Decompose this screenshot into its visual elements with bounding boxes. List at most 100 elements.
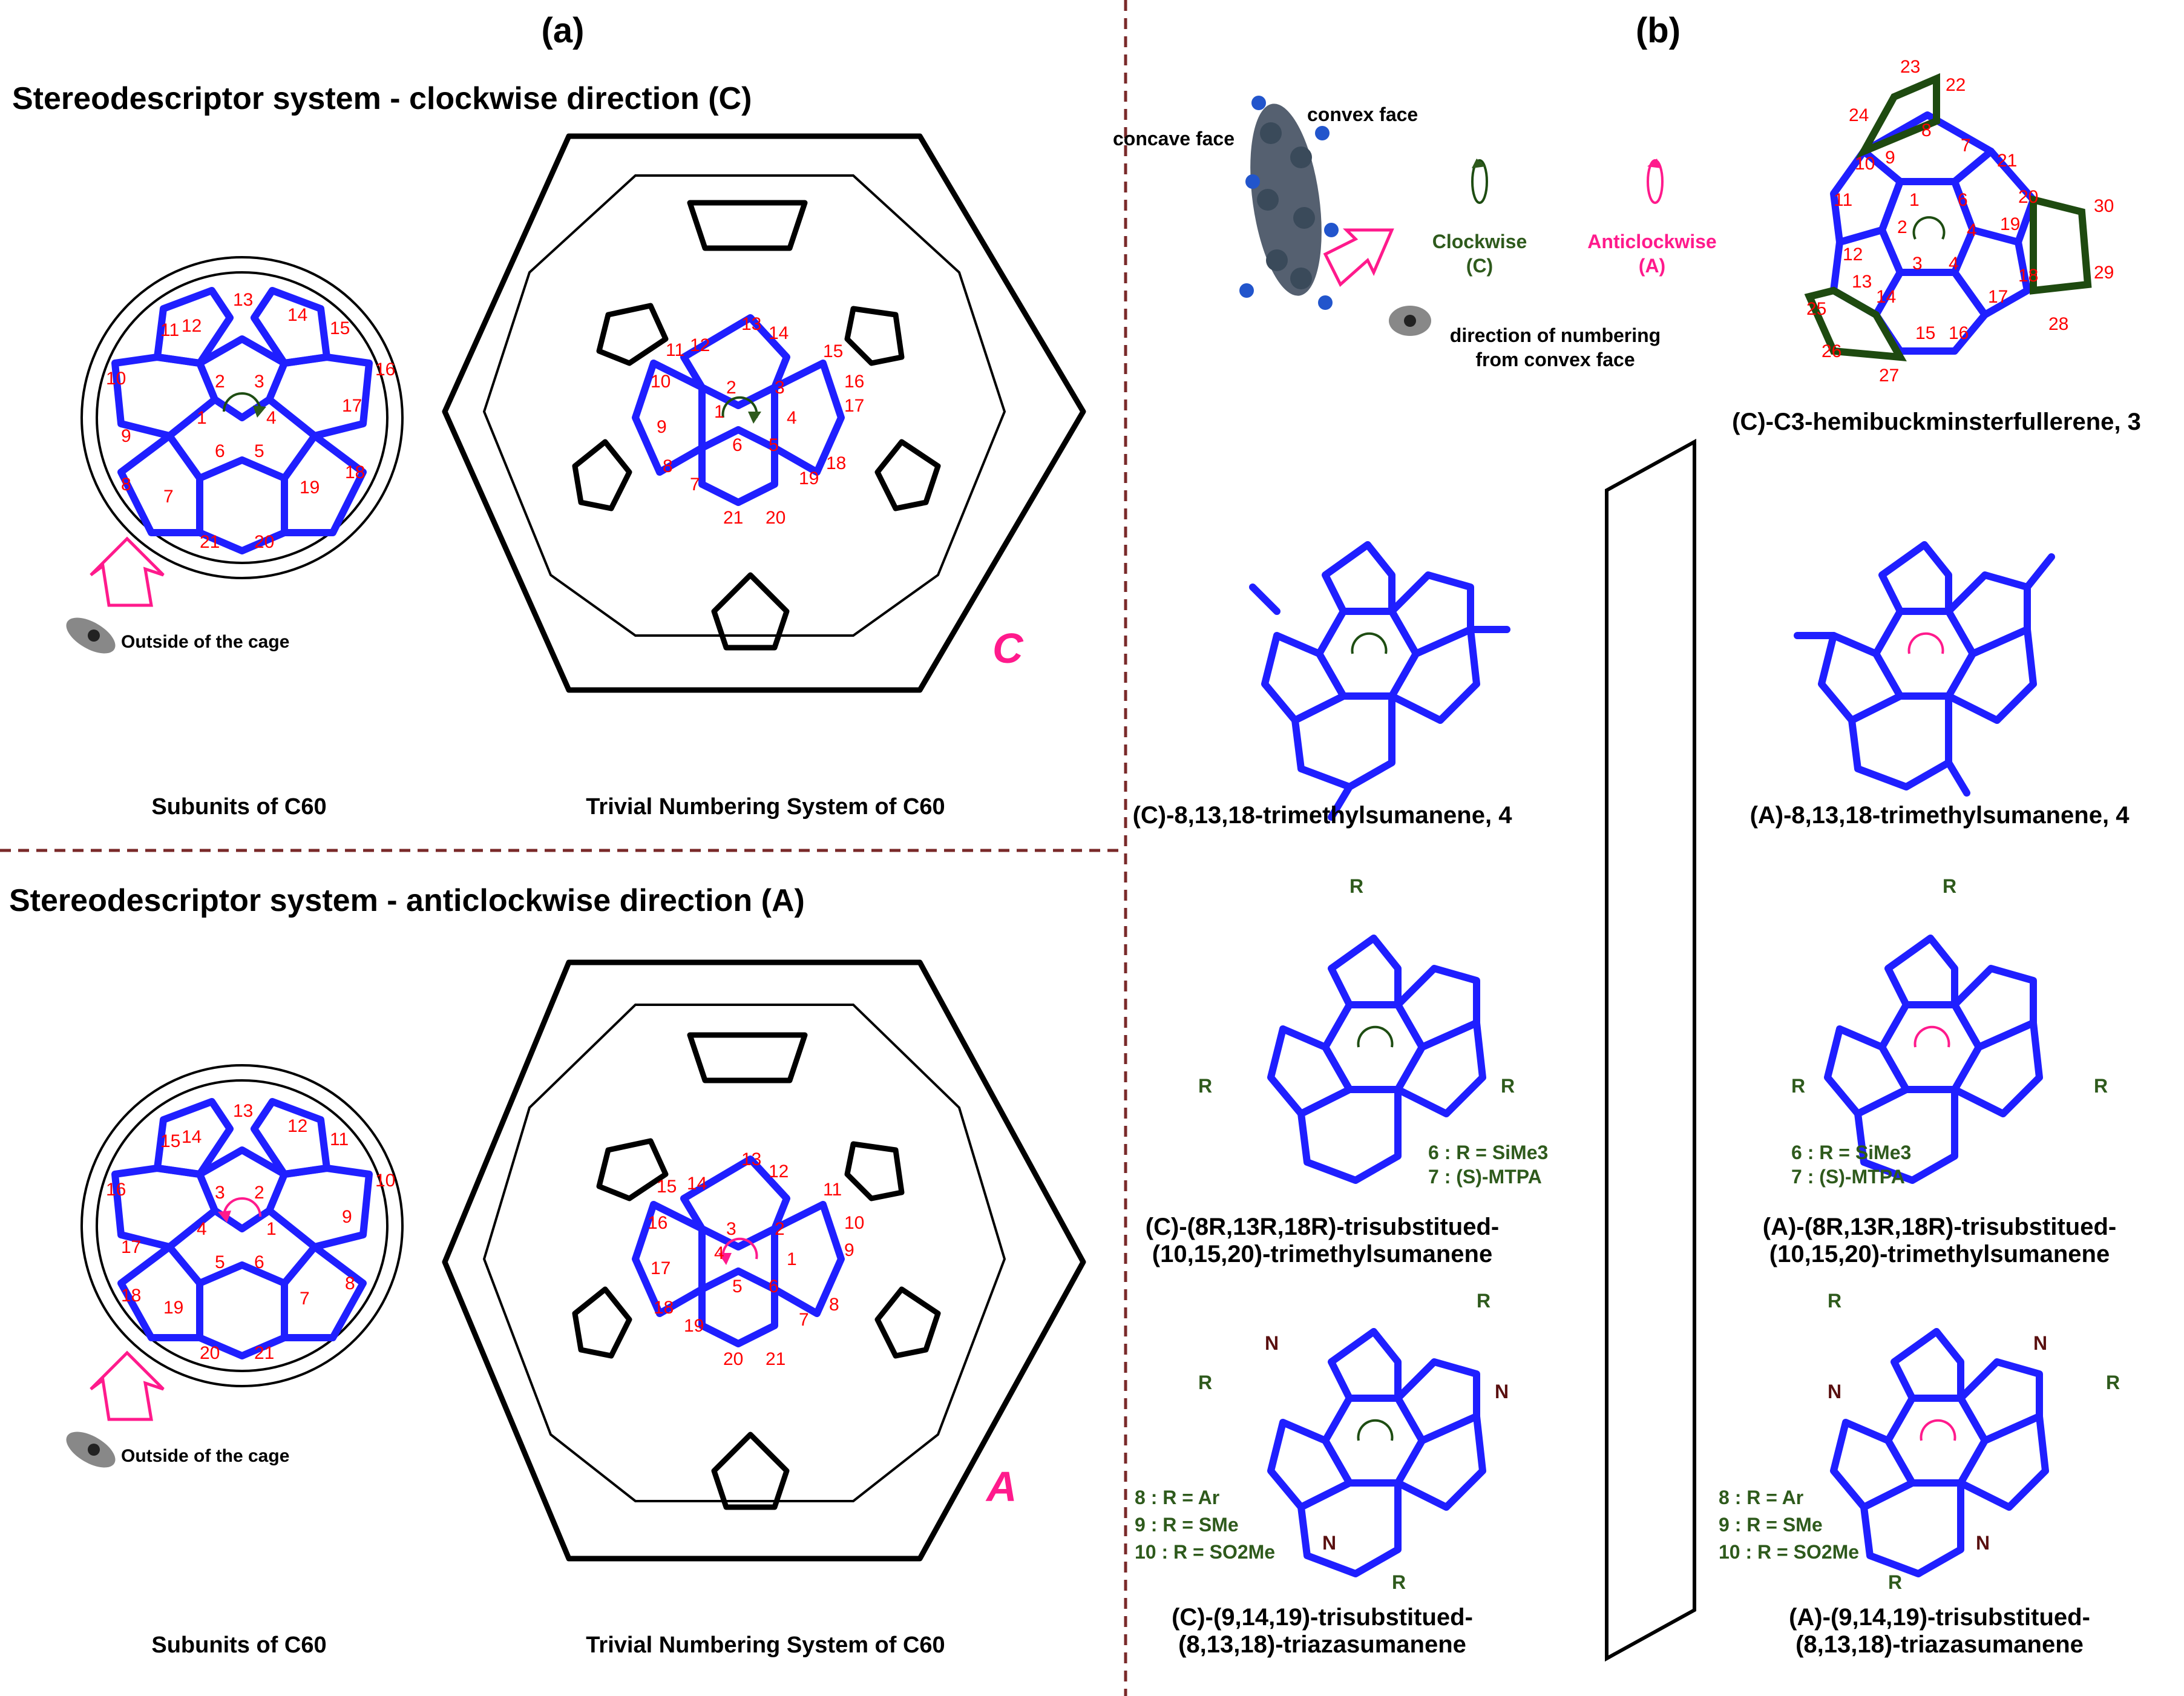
svg-text:2: 2 — [215, 372, 225, 392]
svg-text:29: 29 — [2094, 263, 2114, 283]
r9-a: 9 : R = SMe — [1719, 1514, 1823, 1536]
svg-text:11: 11 — [330, 1129, 349, 1149]
r8-c: 8 : R = Ar — [1135, 1487, 1219, 1508]
svg-text:5: 5 — [254, 441, 264, 461]
svg-text:2: 2 — [1897, 217, 1907, 237]
c60-subunit-clockwise — [80, 256, 404, 579]
svg-text:7: 7 — [1961, 136, 1971, 156]
svg-text:17: 17 — [844, 396, 864, 416]
svg-text:19: 19 — [163, 1298, 183, 1318]
subunits-caption-bottom: Subunits of C60 — [151, 1632, 326, 1658]
svg-text:8: 8 — [829, 1295, 839, 1315]
svg-text:2: 2 — [726, 378, 736, 398]
svg-text:17: 17 — [121, 1237, 141, 1257]
svg-text:1: 1 — [266, 1219, 277, 1239]
r-group-c-top: R — [1349, 875, 1363, 897]
mirror-plane — [1605, 438, 1696, 1662]
letter-c: C — [992, 625, 1024, 672]
svg-text:1: 1 — [714, 402, 724, 422]
svg-text:10: 10 — [1855, 154, 1875, 174]
svg-text:13: 13 — [233, 290, 253, 310]
svg-text:22: 22 — [1946, 75, 1966, 95]
r6-a: 6 : R = SiMe3 — [1791, 1142, 1911, 1163]
svg-text:21: 21 — [723, 508, 743, 528]
svg-text:15: 15 — [330, 318, 350, 338]
svg-text:11: 11 — [160, 320, 179, 340]
direction-note-2: from convex face — [1475, 349, 1635, 370]
compound-810a-name-1: (A)-(9,14,19)-trisubstitued- — [1789, 1604, 2090, 1631]
n-atom-c-2: N — [1495, 1381, 1509, 1402]
triazasumanene-a-structure — [1830, 1328, 2049, 1577]
r-group-c-left: R — [1198, 1075, 1212, 1097]
svg-text:16: 16 — [375, 360, 395, 380]
svg-text:20: 20 — [254, 532, 274, 552]
svg-text:7: 7 — [163, 487, 174, 507]
svg-text:5: 5 — [769, 435, 779, 455]
compound-67c-name-2: (10,15,20)-trimethylsumanene — [1152, 1241, 1492, 1267]
svg-text:10: 10 — [106, 369, 126, 389]
compound-67c-name-1: (C)-(8R,13R,18R)-trisubstitued- — [1146, 1214, 1499, 1240]
svg-text:19: 19 — [300, 478, 320, 498]
hemibuckminsterfullerene-structure — [1804, 73, 2092, 362]
svg-text:21: 21 — [1997, 151, 2017, 171]
svg-text:12: 12 — [182, 316, 202, 336]
svg-text:18: 18 — [345, 462, 365, 482]
svg-text:3: 3 — [726, 1219, 736, 1239]
svg-text:14: 14 — [687, 1174, 707, 1194]
svg-text:18: 18 — [654, 1298, 674, 1318]
svg-text:9: 9 — [121, 426, 131, 446]
svg-text:26: 26 — [1822, 341, 1841, 361]
svg-text:11: 11 — [823, 1180, 842, 1200]
svg-text:25: 25 — [1806, 299, 1826, 319]
svg-text:13: 13 — [741, 314, 761, 334]
anticlockwise-arrow-icon — [1647, 159, 1664, 204]
subunits-caption-top: Subunits of C60 — [151, 794, 326, 820]
svg-text:3: 3 — [1912, 254, 1923, 274]
svg-text:16: 16 — [106, 1180, 126, 1200]
svg-text:21: 21 — [766, 1349, 785, 1369]
n-atom-c-1: N — [1265, 1332, 1279, 1354]
svg-text:1: 1 — [197, 408, 207, 428]
concave-face-label: concave face — [1113, 128, 1235, 150]
svg-text:15: 15 — [1915, 323, 1935, 343]
svg-text:17: 17 — [651, 1258, 671, 1278]
svg-text:30: 30 — [2094, 196, 2114, 216]
trisubstituted-sumanene-c-structure — [1267, 935, 1486, 1184]
c60-trivial-clockwise — [442, 133, 1086, 693]
svg-text:10: 10 — [375, 1171, 395, 1191]
svg-text:21: 21 — [254, 1343, 274, 1363]
svg-text:18: 18 — [2018, 266, 2038, 286]
svg-text:17: 17 — [342, 396, 362, 416]
r-group-a2-2: R — [2106, 1372, 2120, 1393]
svg-text:12: 12 — [769, 1162, 789, 1182]
outside-cage-label-top: Outside of the cage — [121, 632, 289, 652]
svg-text:16: 16 — [648, 1213, 667, 1233]
svg-text:8: 8 — [345, 1274, 355, 1293]
svg-text:12: 12 — [287, 1116, 307, 1136]
svg-text:15: 15 — [823, 341, 843, 361]
letter-a: A — [985, 1463, 1017, 1510]
svg-text:13: 13 — [741, 1149, 761, 1169]
svg-text:6: 6 — [215, 441, 225, 461]
r9-c: 9 : R = SMe — [1135, 1514, 1239, 1536]
svg-text:19: 19 — [2000, 214, 2020, 234]
n-atom-c-3: N — [1322, 1532, 1336, 1554]
convex-face-label: convex face — [1307, 104, 1418, 125]
svg-text:24: 24 — [1849, 105, 1869, 125]
compound-810a-name-2: (8,13,18)-triazasumanene — [1795, 1631, 2084, 1658]
svg-text:28: 28 — [2048, 314, 2068, 334]
svg-text:10: 10 — [844, 1213, 864, 1233]
anticlockwise-label: Anticlockwise — [1587, 231, 1716, 252]
svg-text:3: 3 — [215, 1183, 225, 1203]
trivial-caption-bottom: Trivial Numbering System of C60 — [586, 1632, 945, 1658]
svg-text:9: 9 — [844, 1240, 854, 1260]
r-group-a-right: R — [2094, 1075, 2108, 1097]
r8-a: 8 : R = Ar — [1719, 1487, 1803, 1508]
svg-text:9: 9 — [657, 417, 667, 437]
svg-text:14: 14 — [1876, 287, 1896, 307]
compound-67a-name-2: (10,15,20)-trimethylsumanene — [1769, 1241, 2110, 1267]
svg-text:13: 13 — [233, 1101, 253, 1121]
svg-text:7: 7 — [799, 1310, 809, 1330]
